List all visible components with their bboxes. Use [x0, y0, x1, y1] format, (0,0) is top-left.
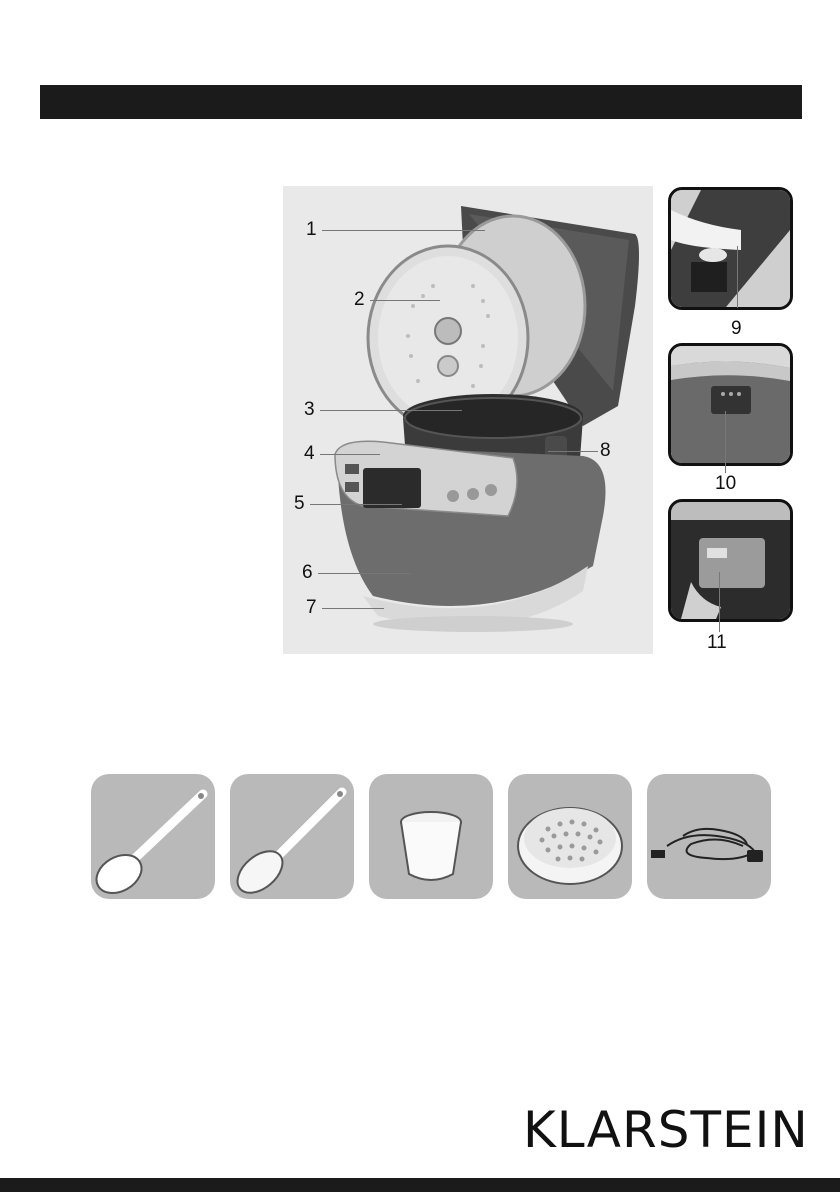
- callout-8: 8: [600, 441, 611, 461]
- rice-paddle-icon: [91, 774, 215, 899]
- detail-photo-steam-vent: [668, 343, 793, 466]
- brand-logo: KLARSTEIN: [523, 1100, 809, 1160]
- leader-line-3: [320, 410, 462, 411]
- callout-10: 10: [715, 473, 736, 495]
- leader-line-9: [737, 246, 738, 308]
- power-cord-icon: [647, 774, 771, 899]
- leader-line-7: [322, 608, 384, 609]
- callout-7: 7: [306, 598, 317, 618]
- accessory-soup-ladle: [230, 774, 354, 899]
- soup-ladle-icon: [230, 774, 354, 899]
- rice-cooker-photo: [283, 186, 653, 654]
- callout-4: 4: [304, 444, 315, 464]
- leader-line-11: [719, 572, 720, 632]
- header-bar: [40, 85, 802, 119]
- measuring-cup-icon: [369, 774, 493, 899]
- callout-9: 9: [731, 318, 742, 340]
- accessory-steamer-basket: [508, 774, 632, 899]
- leader-line-1: [322, 230, 485, 231]
- callout-11: 11: [707, 632, 727, 654]
- footer-bar: [0, 1178, 840, 1192]
- leader-line-4: [320, 454, 380, 455]
- callout-1: 1: [306, 220, 317, 240]
- accessory-power-cord: [647, 774, 771, 899]
- detail-photo-lid-button: [668, 187, 793, 310]
- steamer-basket-icon: [508, 774, 632, 899]
- detail-photo-water-collector: [668, 499, 793, 622]
- leader-line-10: [725, 411, 726, 473]
- callout-6: 6: [302, 563, 313, 583]
- leader-line-2: [370, 300, 440, 301]
- leader-line-5: [310, 504, 402, 505]
- accessory-rice-paddle: [91, 774, 215, 899]
- accessory-measuring-cup: [369, 774, 493, 899]
- callout-5: 5: [294, 494, 305, 514]
- callout-3: 3: [304, 400, 315, 420]
- callout-2: 2: [354, 290, 365, 310]
- leader-line-8: [548, 451, 598, 452]
- leader-line-6: [318, 573, 410, 574]
